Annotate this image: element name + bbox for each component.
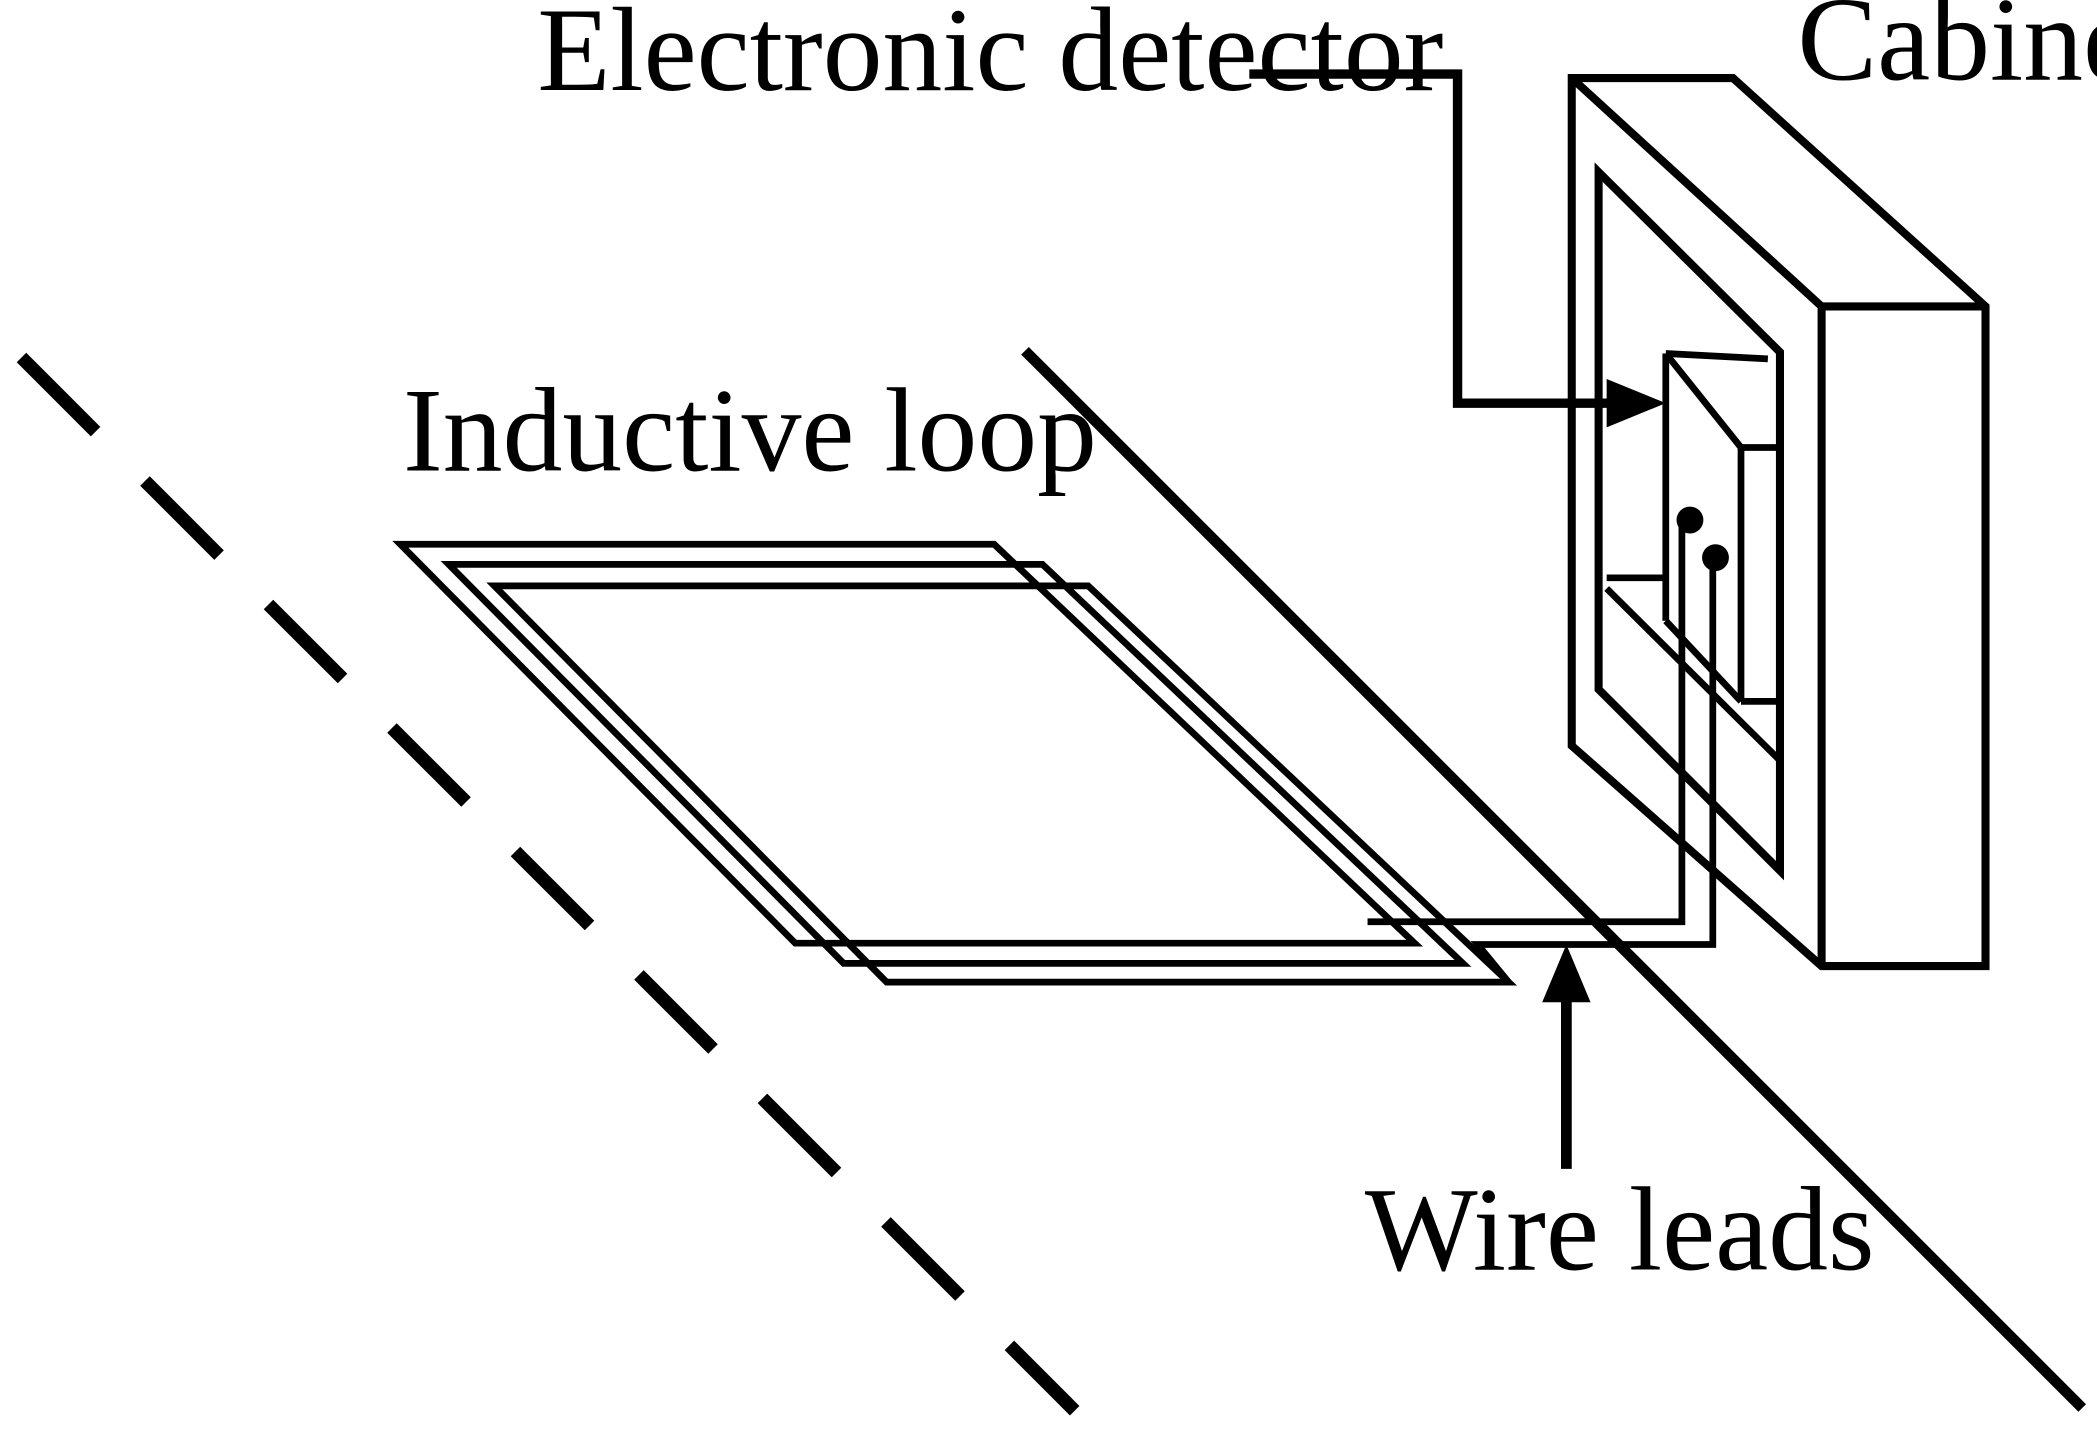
inductive-loop	[392, 540, 1518, 986]
cabinet-edge-top	[1569, 75, 1825, 310]
terminal-1	[1676, 506, 1704, 534]
loop-turn-outer	[392, 540, 1423, 947]
arrow-electronic-detector	[1249, 69, 1666, 428]
label-cabinet: Cabinet	[1797, 0, 2097, 105]
loop-turn-inner	[486, 582, 1518, 986]
loop-turn-middle	[440, 561, 1472, 967]
arrow-electronic-detector-head	[1606, 378, 1666, 428]
label-wire-leads: Wire leads	[1365, 1163, 1875, 1296]
cabinet-shelf-edge	[1604, 586, 1783, 763]
wire-lead-1	[1367, 524, 1686, 926]
terminal-2	[1702, 544, 1729, 572]
arrow-wire-leads-head	[1542, 944, 1591, 1003]
wire-leads	[1367, 506, 1729, 985]
arrow-electronic-detector-line	[1249, 69, 1619, 408]
arrow-wire-leads	[1542, 944, 1591, 1169]
cabinet-recess	[1594, 162, 1784, 881]
lane-dashed-line	[16, 352, 1080, 1416]
cabinet	[1567, 74, 1990, 971]
cabinet-outline	[1567, 74, 1990, 971]
label-electronic-detector: Electronic detector	[537, 0, 1443, 116]
electronic-detector-box	[1662, 350, 1780, 705]
road-edge-line	[1021, 346, 2087, 1412]
wire-lead-2	[1470, 557, 1717, 985]
label-inductive-loop: Inductive loop	[403, 363, 1097, 496]
